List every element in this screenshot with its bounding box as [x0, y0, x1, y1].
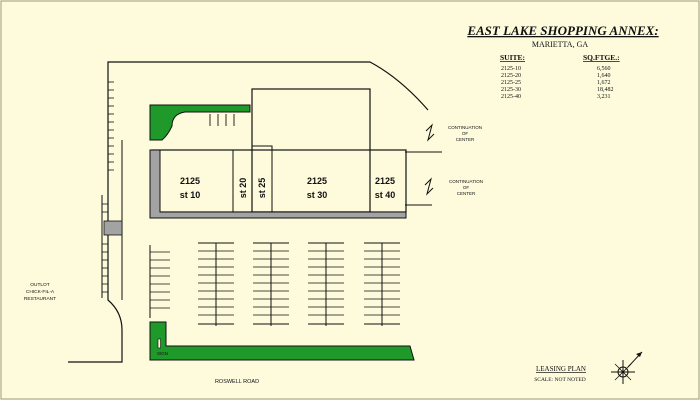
parking-row-3	[308, 242, 344, 326]
continuation-top-line2: OF	[462, 131, 469, 136]
sign-post	[157, 338, 161, 349]
outlot-parking-stalls	[101, 195, 109, 298]
table-cell-suite: 2125-10	[501, 66, 521, 72]
north-parking-stalls	[209, 114, 235, 126]
table-header-suite: SUITE:	[500, 53, 525, 62]
outlot-use: RESTAURANT	[24, 296, 56, 302]
table-cell-sqft: 3,231	[597, 94, 611, 100]
unit-10-suite: st 10	[180, 190, 201, 200]
table-cell-sqft: 1,672	[597, 80, 611, 86]
north-arrow-icon	[611, 351, 643, 384]
unit-30-suite: st 30	[307, 190, 328, 200]
unit-10-number: 2125	[180, 176, 200, 186]
sign-label: SIGN	[157, 351, 168, 356]
unit-20-label: st 20	[238, 178, 248, 199]
center-title: EAST LAKE SHOPPING ANNEX:	[466, 23, 658, 38]
table-cell-suite: 2125-25	[501, 80, 521, 86]
table-cell-sqft: 18,482	[597, 87, 614, 93]
scale-note: SCALE: NOT NOTED	[534, 377, 586, 383]
table-cell-sqft: 1,640	[597, 73, 611, 79]
leasing-plan-label: LEASING PLAN	[536, 365, 586, 373]
unit-40-suite: st 40	[375, 190, 396, 200]
continuation-top-line1: CONTINUATION	[448, 125, 482, 130]
unit-30-number: 2125	[307, 176, 327, 186]
continuation-bottom-line3: CENTER	[457, 191, 476, 196]
landscape-island-north	[149, 104, 251, 141]
unit-25-label: st 25	[257, 178, 267, 199]
center-location: MARIETTA, GA	[532, 40, 588, 49]
table-header-sqft: SQ.FTGE.:	[583, 53, 620, 62]
continuation-top-line3: CENTER	[456, 137, 475, 142]
west-parking-stalls	[107, 78, 114, 178]
table-row: 2125-10 6,560	[501, 66, 611, 72]
continuation-bottom-line1: CONTINUATION	[449, 179, 483, 184]
table-row: 2125-40 3,231	[501, 94, 611, 100]
table-cell-suite: 2125-30	[501, 87, 521, 93]
table-row: 2125-30 18,482	[501, 87, 614, 93]
entry-drive-median	[103, 220, 123, 236]
landscape-strip-south	[149, 321, 415, 361]
table-row: 2125-25 1,672	[501, 80, 611, 86]
table-cell-suite: 2125-20	[501, 73, 521, 79]
south-parking-field	[149, 242, 400, 326]
unit-40-number: 2125	[375, 176, 395, 186]
break-mark-bottom	[424, 177, 434, 196]
continuation-bottom-line2: OF	[463, 185, 470, 190]
outlot-label: OUTLOT	[30, 282, 50, 288]
parking-row-1	[198, 242, 234, 326]
front-sidewalk	[149, 149, 407, 219]
building	[149, 88, 407, 219]
table-cell-sqft: 6,560	[597, 66, 611, 72]
road-label: ROSWELL ROAD	[215, 379, 259, 385]
suite-table: SUITE: SQ.FTGE.: 2125-10 6,560 2125-20 1…	[500, 53, 620, 100]
parking-row-4	[364, 242, 400, 326]
table-row: 2125-20 1,640	[501, 73, 611, 79]
break-mark-top	[425, 123, 435, 142]
parking-row-2	[253, 242, 289, 326]
table-cell-suite: 2125-40	[501, 94, 521, 100]
site-boundary	[107, 61, 429, 222]
site-boundary-south	[68, 235, 123, 363]
outlot-tenant: CHICK-FIL-A	[26, 289, 55, 295]
